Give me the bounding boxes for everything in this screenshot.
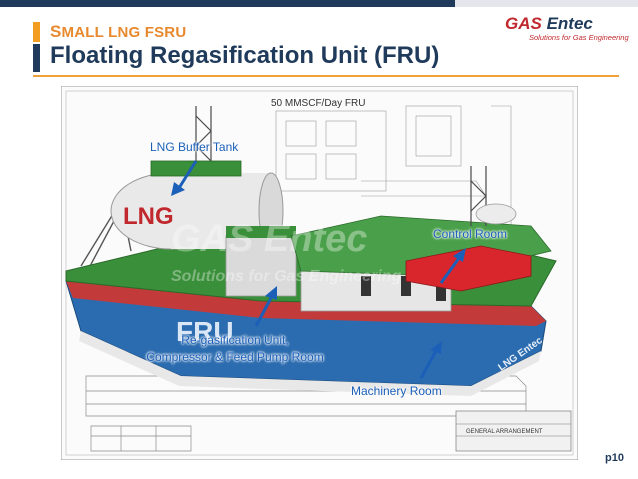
- control-room-block: [405, 245, 532, 292]
- logo-word-entec: Entec: [541, 14, 593, 33]
- top-bar: [0, 0, 638, 7]
- subtitle-initial: S: [50, 22, 62, 41]
- logo-wordmark: GAS Entec: [505, 14, 593, 34]
- watermark-logo: GAS Entec: [171, 218, 367, 260]
- title-accent: [33, 44, 40, 72]
- watermark-tagline: Solutions for Gas Engineering: [171, 268, 401, 285]
- company-logo: GAS Entec Solutions for Gas Engineering: [505, 14, 629, 44]
- page-number: p10: [605, 452, 624, 464]
- arrow-regas-head: [265, 286, 277, 300]
- callout-regas: Re-gasification Unit, Compressor & Feed …: [128, 332, 342, 366]
- logo-tagline: Solutions for Gas Engineering: [529, 33, 629, 42]
- slide-subtitle: SMALL LNG FSRU: [50, 22, 186, 42]
- right-tank: [475, 203, 517, 225]
- callout-buffer-tank: LNG Buffer Tank: [150, 140, 239, 154]
- drawing-title: 50 MMSCF/Day FRU: [271, 98, 365, 109]
- regasification-module: [225, 226, 297, 297]
- subtitle-rest: MALL LNG FSRU: [61, 24, 187, 41]
- lng-buffer-tank: LNG: [110, 160, 284, 250]
- deck-plan-sketch: [275, 105, 512, 226]
- title-underline: [33, 75, 619, 77]
- slide-title: Floating Regasification Unit (FRU): [50, 42, 440, 69]
- titleblock-label: GENERAL ARRANGEMENT: [466, 429, 543, 435]
- arrow-machinery: [419, 350, 438, 379]
- top-bar-light-segment: [455, 0, 638, 7]
- callout-machinery: Machinery Room: [351, 384, 442, 398]
- vessel-figure: 50 MMSCF/Day FRU GENERAL ARRANGEMENT FR: [61, 86, 578, 460]
- callout-regas-line2: Compressor & Feed Pump Room: [146, 350, 324, 364]
- arrow-buffer-tank: [177, 160, 198, 189]
- tank-lettering: LNG: [123, 203, 174, 230]
- callout-control-room: Control Room: [433, 227, 508, 241]
- arrow-buffer-tank-head: [171, 182, 185, 196]
- title-block: GENERAL ARRANGEMENT: [455, 410, 572, 452]
- hull-lettering: FRU: [176, 316, 234, 347]
- arrow-regas: [254, 297, 273, 327]
- callout-regas-line1: Re-gasification Unit,: [181, 333, 289, 347]
- logo-word-gas: GAS: [505, 14, 542, 33]
- callout-arrows: [171, 160, 466, 379]
- arrow-control-room: [439, 257, 461, 284]
- subtitle-accent: [33, 22, 40, 42]
- arrow-machinery-head: [430, 341, 442, 354]
- arrow-control-room-head: [453, 248, 466, 262]
